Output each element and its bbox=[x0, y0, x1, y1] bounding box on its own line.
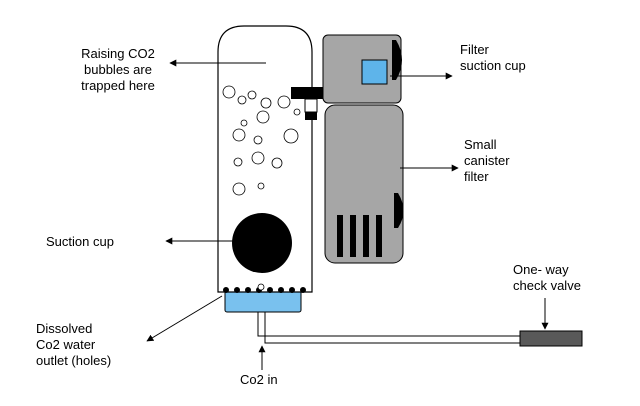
check-valve bbox=[519, 330, 583, 347]
filter-window bbox=[361, 59, 388, 85]
tube-connector bbox=[291, 87, 323, 120]
label-one-way-check-valve: One- way check valve bbox=[513, 262, 581, 293]
suction-cup bbox=[232, 213, 292, 273]
label-co2-in: Co2 in bbox=[240, 372, 278, 387]
co2-bubbles bbox=[222, 85, 301, 291]
label-raising-co2: Raising CO2 bubbles are trapped here bbox=[81, 46, 155, 93]
label-dissolved-outlet: Dissolved Co2 water outlet (holes) bbox=[36, 321, 112, 368]
filter-lower-suction-cup bbox=[394, 193, 404, 228]
filter-intake-slots bbox=[337, 215, 382, 257]
label-suction-cup: Suction cup bbox=[46, 234, 114, 249]
outlet-cap bbox=[224, 289, 302, 313]
label-small-canister-filter: Small canister filter bbox=[464, 137, 510, 184]
filter-canister bbox=[324, 104, 404, 264]
pointer-arrows bbox=[146, 59, 549, 370]
filter-suction-cup bbox=[392, 40, 402, 80]
label-filter-suction-cup: Filter suction cup bbox=[460, 42, 526, 73]
